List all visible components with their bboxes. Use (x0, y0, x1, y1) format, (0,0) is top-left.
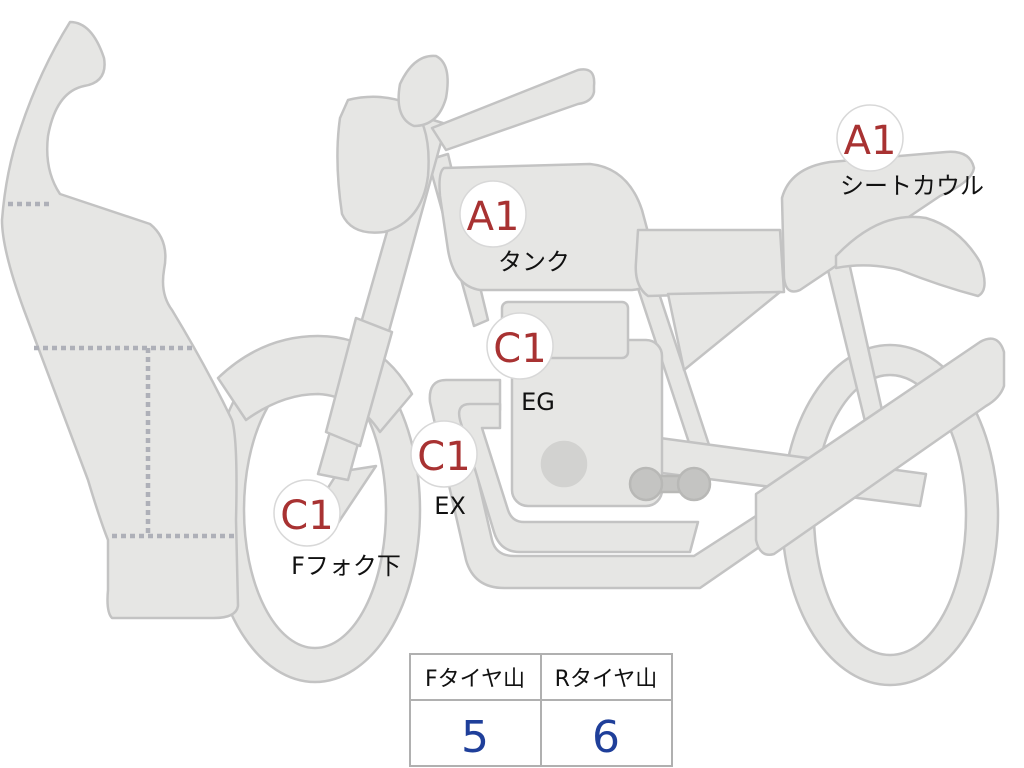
handlebar (430, 68, 596, 152)
side-panel (666, 290, 782, 372)
front-fairing (0, 20, 240, 620)
seat (634, 228, 786, 298)
label-tank: タンク (498, 248, 570, 276)
label-engine: EG (521, 388, 555, 416)
marker-front-fork: C1 Fフォク下 (273, 479, 401, 580)
marker-circle (410, 420, 478, 488)
label-seat-cowl: シートカウル (840, 172, 984, 200)
value-rear-tire: 6 (592, 712, 620, 763)
marker-circle (273, 479, 341, 547)
seat-cowl (780, 150, 976, 293)
marker-tank: A1 タンク (459, 180, 570, 276)
engine-cover (540, 440, 588, 488)
grade-seat-cowl: A1 (844, 118, 897, 164)
grade-tank: A1 (467, 194, 520, 240)
tail-piece (834, 215, 986, 298)
condition-markers: A1 シートカウル A1 タンク C1 EG C1 EX C1 Fフォク下 (273, 104, 984, 580)
grade-front-fork: C1 (280, 493, 333, 539)
marker-circle (836, 104, 904, 172)
marker-circle (459, 180, 527, 248)
footpeg-knob (676, 466, 712, 502)
label-exhaust: EX (434, 492, 466, 520)
value-front-tire: 5 (461, 712, 489, 763)
marker-seat-cowl: A1 シートカウル (836, 104, 984, 200)
marker-circle (486, 312, 554, 380)
header-rear-tire: Rタイヤ山 (555, 667, 658, 692)
footpeg-knob (628, 466, 664, 502)
label-front-fork: Fフォク下 (291, 552, 401, 580)
marker-engine: C1 EG (486, 312, 555, 416)
mirror (397, 54, 449, 128)
exhaust-pipe-outer (428, 378, 864, 590)
fork-cover (324, 316, 394, 448)
grade-engine: C1 (493, 326, 546, 372)
marker-exhaust: C1 EX (410, 420, 478, 520)
exhaust-pipe-inner (457, 402, 700, 554)
rear-cover (754, 337, 1006, 556)
grade-exhaust: C1 (417, 434, 470, 480)
tire-tread-table: Fタイヤ山 Rタイヤ山 5 6 (409, 653, 673, 767)
header-front-tire: Fタイヤ山 (425, 667, 525, 692)
